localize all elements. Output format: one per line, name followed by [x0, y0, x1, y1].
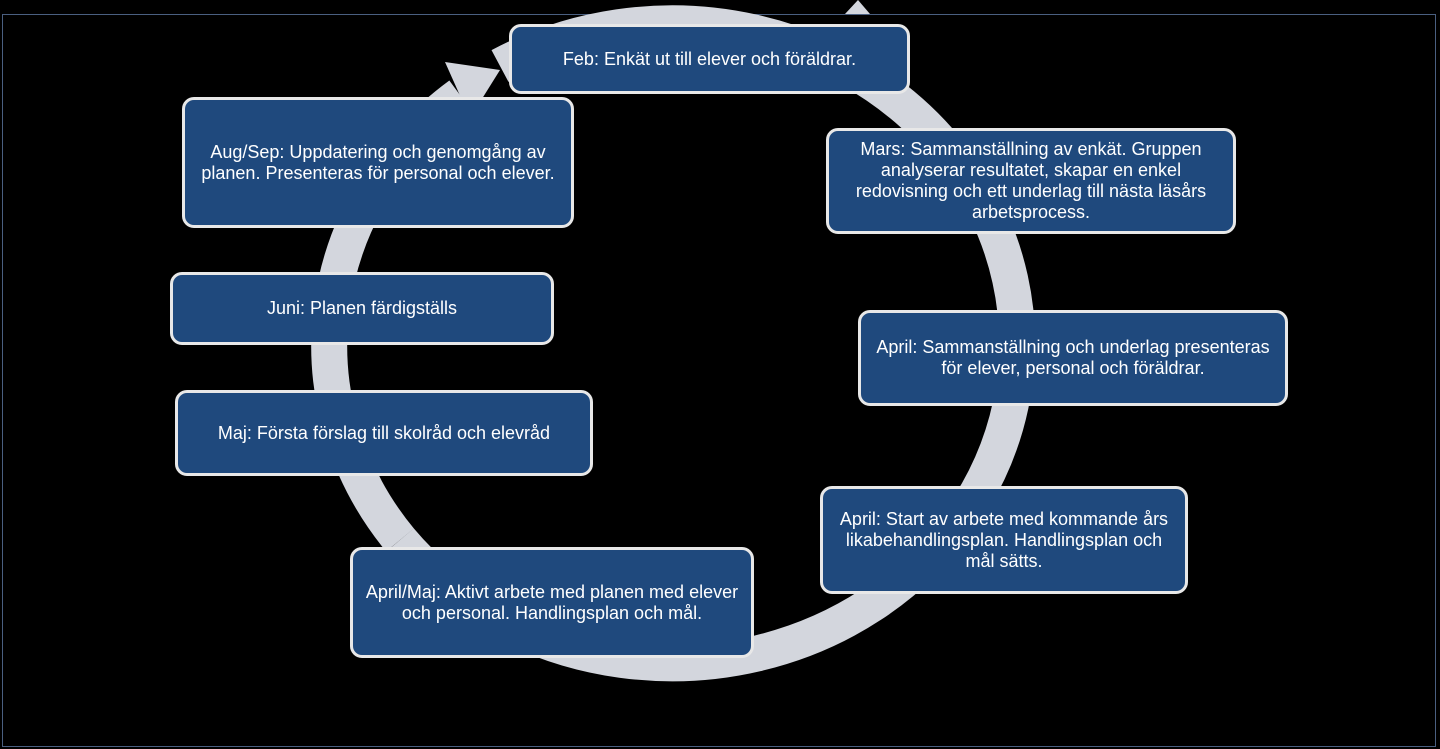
step-april-maj: April/Maj: Aktivt arbete med planen med … [350, 547, 754, 658]
step-april-presentation: April: Sammanställning och underlag pres… [858, 310, 1288, 406]
step-maj: Maj: Första förslag till skolråd och ele… [175, 390, 593, 476]
step-juni: Juni: Planen färdigställs [170, 272, 554, 345]
step-aug-sep: Aug/Sep: Uppdatering och genomgång av pl… [182, 97, 574, 228]
step-mars: Mars: Sammanställning av enkät. Gruppen … [826, 128, 1236, 234]
step-april-start: April: Start av arbete med kommande års … [820, 486, 1188, 594]
cycle-arrowhead [445, 62, 500, 118]
step-feb: Feb: Enkät ut till elever och föräldrar. [509, 24, 910, 94]
cycle-arrow-tail [845, 0, 870, 14]
